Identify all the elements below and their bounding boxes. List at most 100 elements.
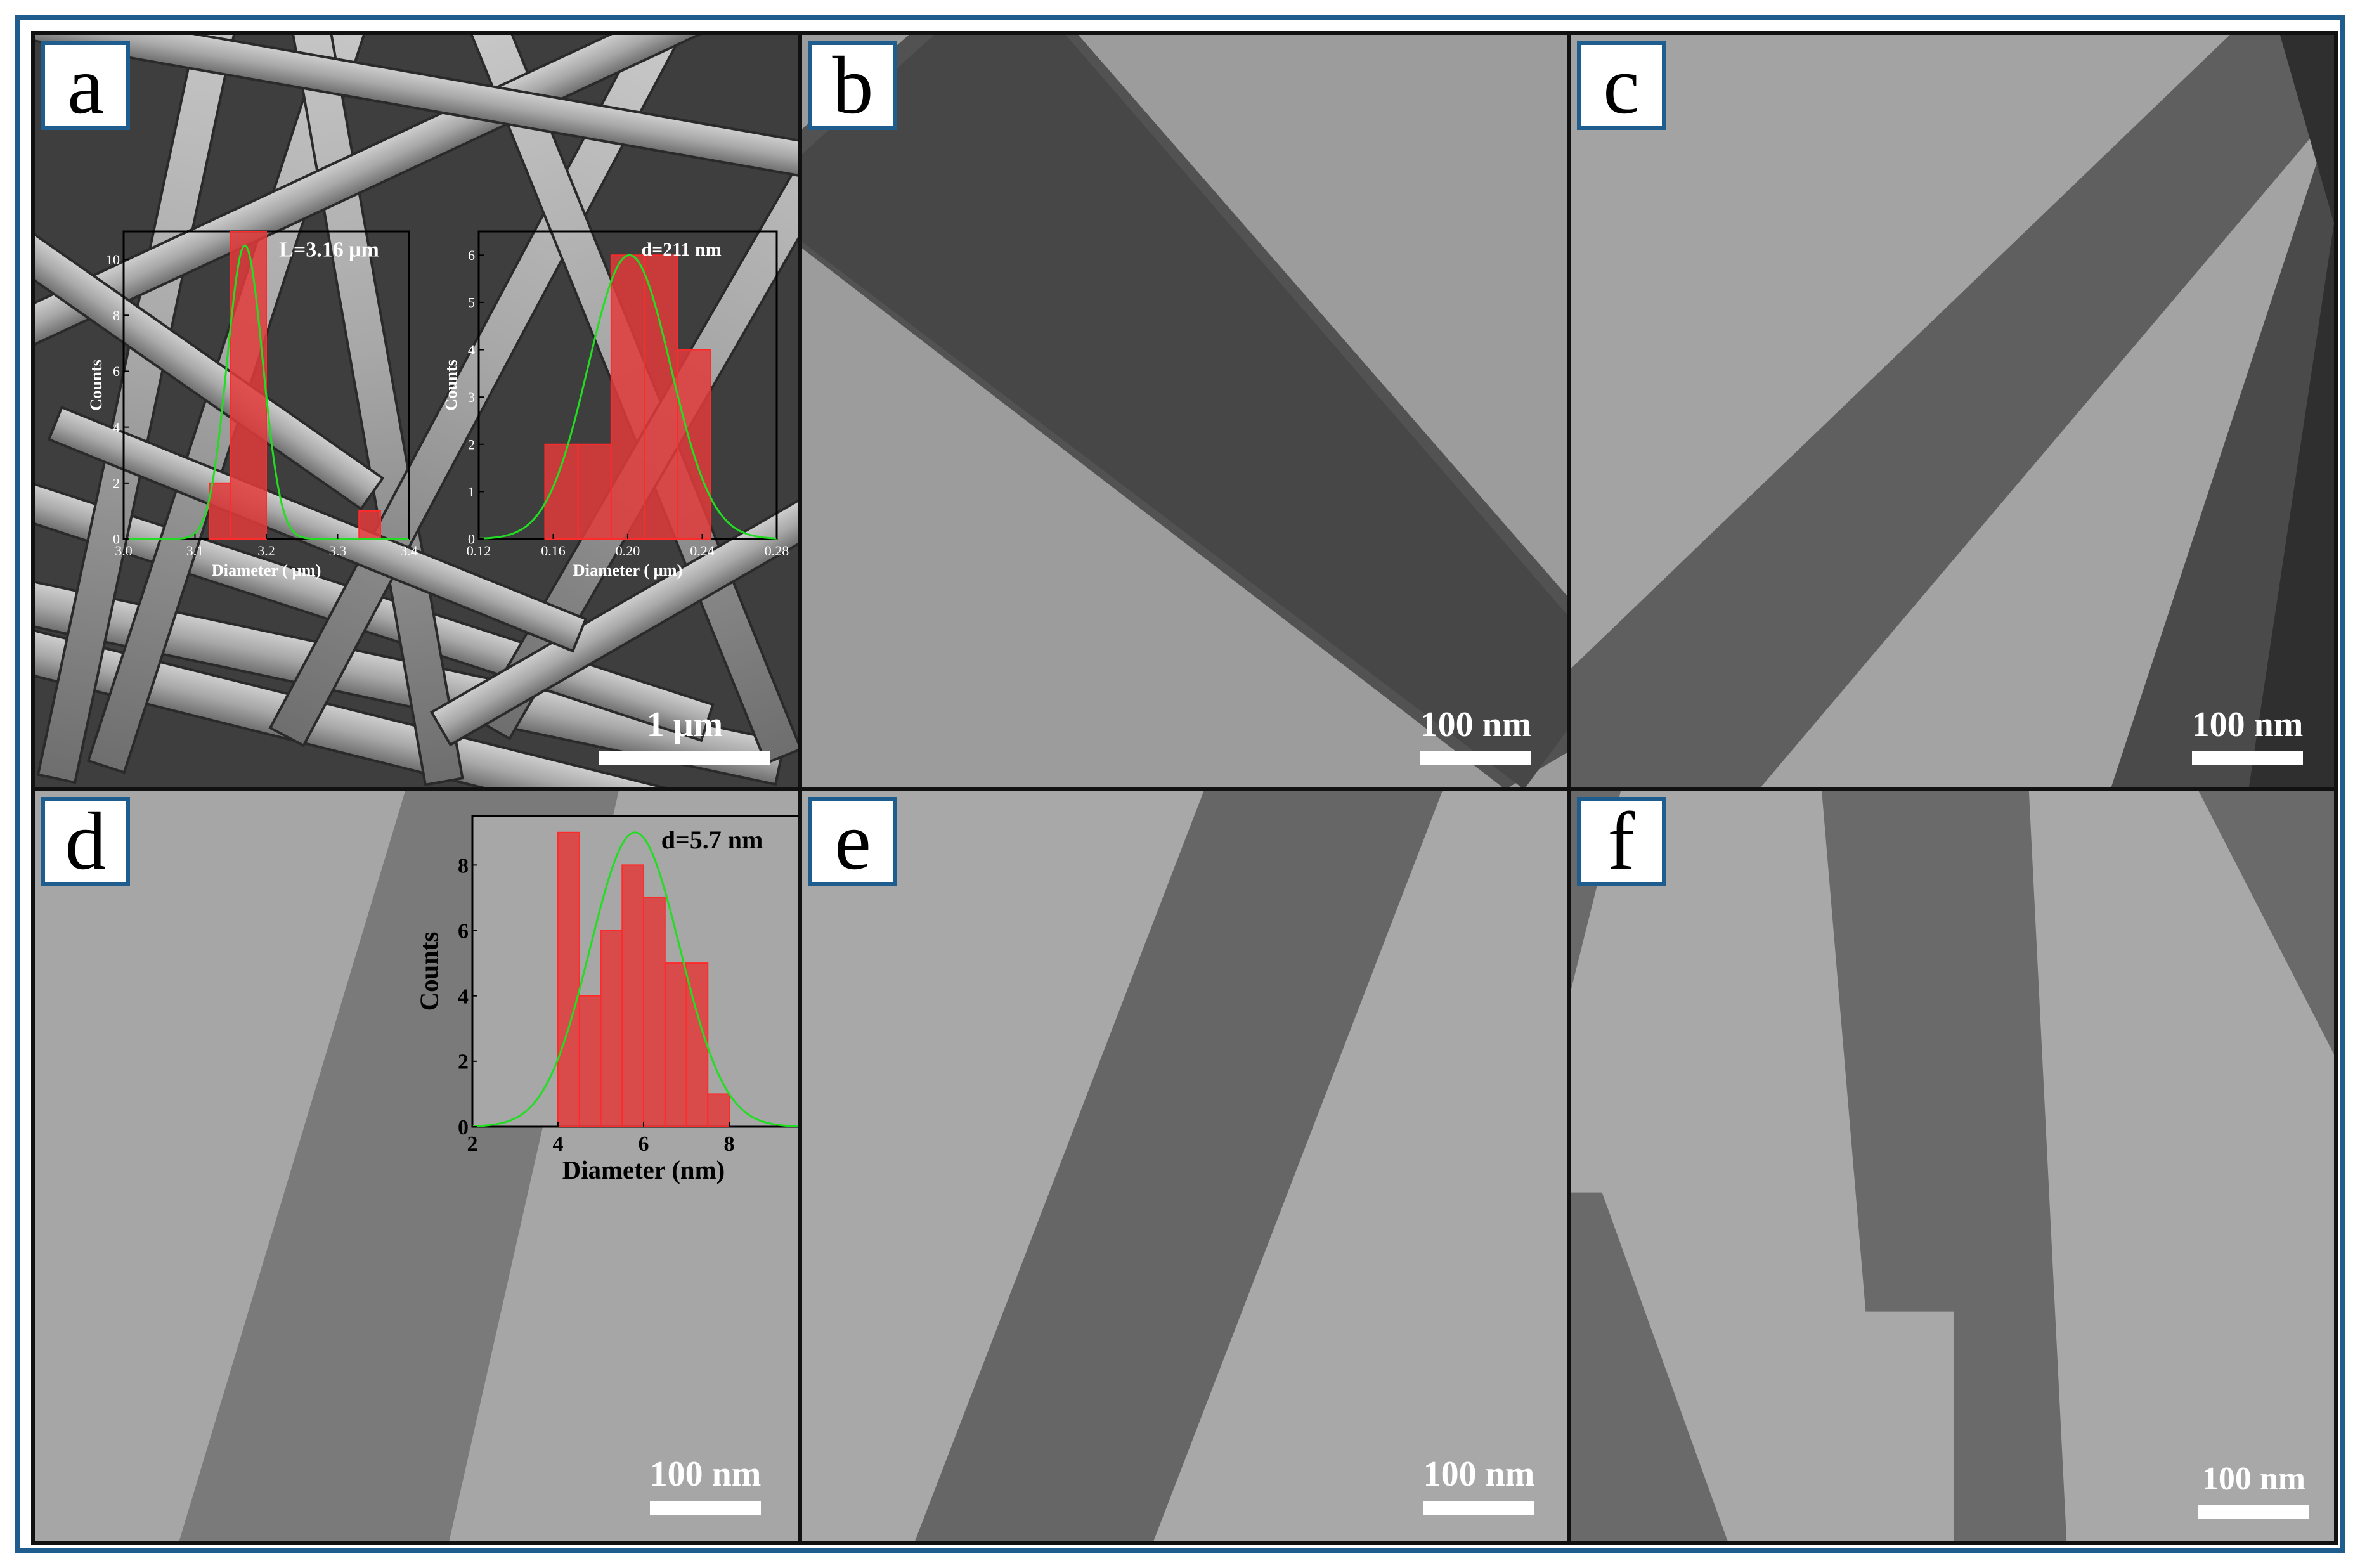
scale-label-f: 100 nm <box>2201 1461 2306 1497</box>
fit-annotation: L=3.16 μm <box>279 238 379 261</box>
scale-bar-e: 100 nm <box>1411 1456 1547 1515</box>
panel-f: f 100 nm <box>1567 787 2338 1545</box>
histogram-bar <box>578 995 602 1127</box>
scale-bar-f: 100 nm <box>2189 1463 2319 1519</box>
y-tick-label: 3 <box>468 389 475 405</box>
scale-label-c: 100 nm <box>2191 705 2304 744</box>
histogram-bar <box>544 443 579 540</box>
sem-nanorods-image <box>35 35 802 789</box>
panel-label-c: c <box>1577 41 1666 130</box>
scale-bar-line-c <box>2192 751 2303 765</box>
scale-bar-line-b <box>1420 751 1531 765</box>
scale-bar-b: 100 nm <box>1408 707 1544 765</box>
scale-label-d: 100 nm <box>649 1455 762 1494</box>
y-tick-label: 0 <box>113 531 120 547</box>
gaussian-fit-line <box>478 254 777 540</box>
y-tick-label: 6 <box>468 247 475 263</box>
panel-label-b: b <box>808 41 897 130</box>
panel-label-e: e <box>808 797 897 886</box>
y-tick-label: 6 <box>113 363 120 379</box>
x-tick-label: 3.2 <box>257 543 275 559</box>
panel-b: b 100 nm <box>798 31 1574 793</box>
y-axis-label: Counts <box>441 360 460 411</box>
fit-annotation: d=211 nm <box>641 239 721 260</box>
scale-bar-c: 100 nm <box>2179 707 2316 765</box>
histogram-bar <box>577 443 612 540</box>
x-tick-label: 8 <box>724 1132 735 1156</box>
panel-label-a: a <box>41 41 130 130</box>
x-axis-label: Diameter ( μm) <box>212 560 321 580</box>
fit-annotation: d=5.7 nm <box>661 826 763 854</box>
tem-image-b <box>802 35 1571 789</box>
panel-label-d: d <box>41 797 130 886</box>
y-tick-label: 0 <box>458 1116 469 1139</box>
x-tick-label: 2 <box>467 1132 478 1156</box>
panel-c: c 100 nm <box>1567 31 2338 793</box>
histogram-bar <box>707 1093 730 1127</box>
y-tick-label: 4 <box>113 419 120 435</box>
gaussian-fit-line <box>472 831 802 1128</box>
scale-bar-line-f <box>2198 1505 2309 1519</box>
y-tick-label: 8 <box>113 308 120 323</box>
scale-bar-line-d <box>650 1501 761 1515</box>
y-axis-label: Counts <box>415 932 444 1011</box>
y-tick-label: 10 <box>106 252 120 268</box>
x-tick-label: 0.12 <box>467 543 491 559</box>
scale-bar-a: 1 μm <box>599 707 770 765</box>
x-axis-label: Diameter (nm) <box>562 1156 725 1184</box>
tem-image-f <box>1571 791 2334 1541</box>
y-tick-label: 2 <box>113 476 120 491</box>
x-tick-label: 0.24 <box>690 543 715 559</box>
scale-label-a: 1 μm <box>646 705 723 744</box>
histogram-bar <box>643 897 666 1128</box>
histogram-bar <box>664 962 687 1127</box>
y-tick-label: 6 <box>458 919 469 943</box>
scale-bar-d: 100 nm <box>637 1456 774 1515</box>
y-axis-label: Counts <box>86 360 105 411</box>
histogram-bar <box>600 930 623 1128</box>
histogram-bar <box>644 254 678 540</box>
x-axis-label: Diameter ( μm) <box>573 560 683 580</box>
y-tick-label: 2 <box>468 436 475 452</box>
y-tick-label: 0 <box>468 531 475 547</box>
y-tick-label: 5 <box>468 295 475 311</box>
histogram-bar <box>677 349 711 540</box>
scale-label-b: 100 nm <box>1420 705 1532 744</box>
x-tick-label: 3.4 <box>400 543 418 559</box>
histogram-bar <box>209 482 231 540</box>
histogram-bar <box>557 831 580 1128</box>
x-tick-label: 6 <box>639 1132 649 1156</box>
scale-label-e: 100 nm <box>1423 1455 1535 1494</box>
x-tick-label: 0.28 <box>765 543 789 559</box>
histogram-bar <box>358 510 381 540</box>
y-tick-label: 4 <box>468 342 475 358</box>
y-tick-label: 2 <box>458 1051 469 1074</box>
tem-image-c <box>1571 35 2334 789</box>
x-tick-label: 4 <box>553 1132 564 1156</box>
y-tick-label: 4 <box>458 985 469 1009</box>
x-tick-label: 0.20 <box>616 543 640 559</box>
histogram-bar <box>610 254 645 540</box>
x-tick-label: 3.1 <box>186 543 204 559</box>
x-tick-label: 3.0 <box>115 543 133 559</box>
x-tick-label: 0.16 <box>541 543 566 559</box>
y-tick-label: 8 <box>458 854 469 878</box>
panel-label-f: f <box>1577 797 1666 886</box>
tem-image-e <box>802 791 1571 1541</box>
scale-bar-line-e <box>1423 1501 1534 1515</box>
y-tick-label: 1 <box>468 484 475 500</box>
histogram-bar <box>621 864 644 1128</box>
scale-bar-line-a <box>599 751 770 765</box>
x-tick-label: 3.3 <box>329 543 347 559</box>
gaussian-fit-line <box>124 244 409 540</box>
panel-e: e 100 nm <box>798 787 1574 1545</box>
